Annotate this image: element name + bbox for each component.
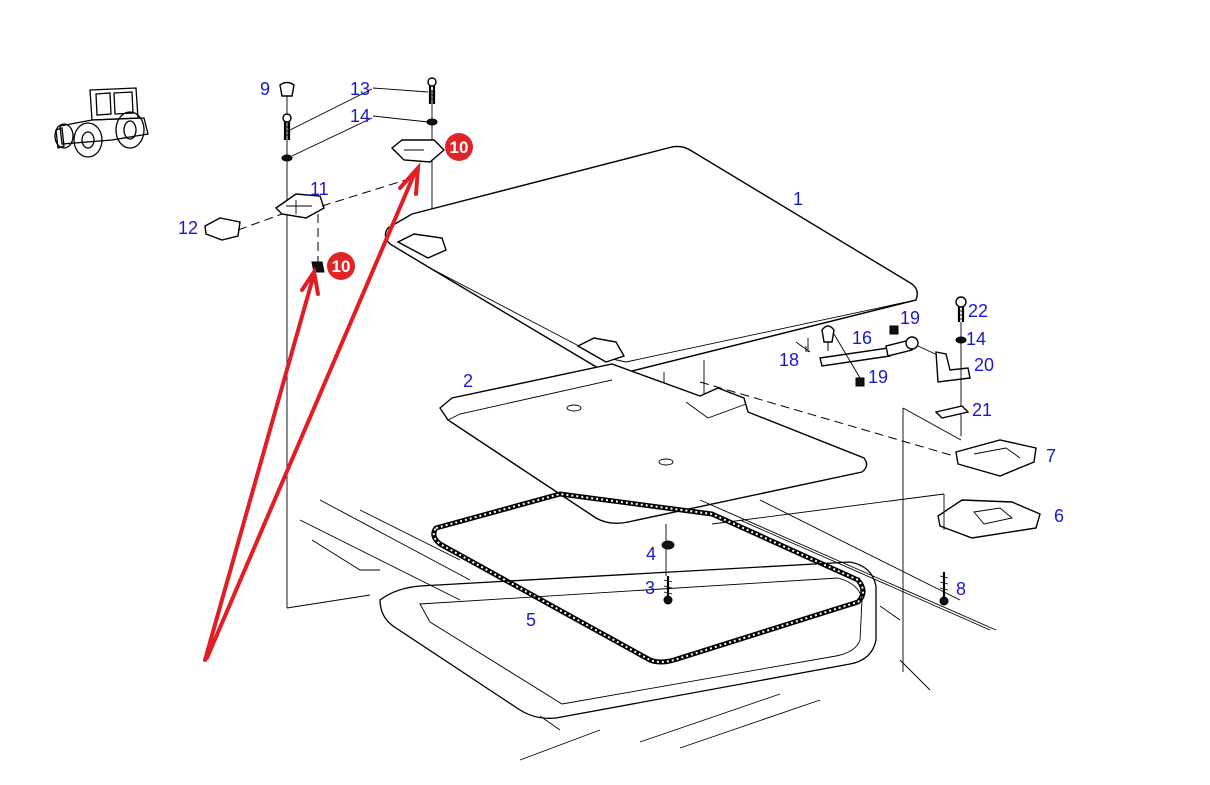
cap-9 <box>279 81 295 97</box>
part-label-13: 13 <box>350 79 370 99</box>
inner-trim-panel-2 <box>439 363 868 525</box>
part-label-14-left: 14 <box>350 106 370 126</box>
part-label-3: 3 <box>645 578 655 598</box>
part-label-7: 7 <box>1046 446 1056 466</box>
part-label-9: 9 <box>260 79 270 99</box>
part-label-19-top: 19 <box>900 308 920 328</box>
part-label-12: 12 <box>178 218 198 238</box>
arrow-to-lower-clip <box>203 272 316 662</box>
arrow-head-lower <box>300 266 320 296</box>
arrow-to-upper-clip <box>205 168 418 660</box>
screw-3-washer-4 <box>661 524 675 605</box>
arrow-head-upper <box>398 162 421 196</box>
latch-6 <box>937 499 1041 539</box>
part-label-21: 21 <box>972 400 992 420</box>
gas-strut-assembly <box>795 296 971 436</box>
bracket-20 <box>935 351 971 383</box>
part-label-4: 4 <box>646 544 656 564</box>
washer-left <box>281 154 293 162</box>
callout-badge-10-upper: 10 <box>445 133 473 161</box>
part-label-16: 16 <box>852 328 872 348</box>
part-label-22: 22 <box>968 301 988 321</box>
callout-badge-10-lower: 10 <box>327 252 355 280</box>
part-label-1: 1 <box>793 189 803 209</box>
clip-10-upper <box>390 139 446 163</box>
part-label-14-right: 14 <box>966 329 986 349</box>
hinge-bracket-right <box>576 337 626 363</box>
part-label-5: 5 <box>526 610 536 630</box>
latch-parts <box>699 381 1041 672</box>
part-label-20: 20 <box>974 355 994 375</box>
leader-lines <box>289 87 429 157</box>
cab-roof-frame <box>299 499 997 761</box>
plate-12 <box>204 217 241 241</box>
screw-left <box>282 113 292 140</box>
part-label-11: 11 <box>310 179 329 199</box>
latch-7 <box>955 439 1037 477</box>
callout-text: 10 <box>332 257 351 276</box>
part-label-2: 2 <box>463 371 473 391</box>
callout-text: 10 <box>450 138 469 157</box>
upper-clip-assembly <box>390 77 446 240</box>
part-label-18: 18 <box>779 350 799 370</box>
left-hinge-assembly <box>204 81 413 609</box>
tractor-icon <box>54 87 149 158</box>
plate-21 <box>934 405 970 419</box>
hinge-bracket-left <box>396 233 447 259</box>
part-label-19-bottom: 19 <box>868 367 888 387</box>
part-labels: 1 2 3 4 5 6 7 8 9 11 12 13 14 14 16 18 1… <box>178 79 1064 630</box>
gas-strut-16 <box>819 347 891 367</box>
red-arrows <box>203 162 421 662</box>
part-label-8: 8 <box>956 579 966 599</box>
hatch-lid-1 <box>384 145 919 462</box>
part-label-6: 6 <box>1054 506 1064 526</box>
seal-5 <box>431 491 866 665</box>
